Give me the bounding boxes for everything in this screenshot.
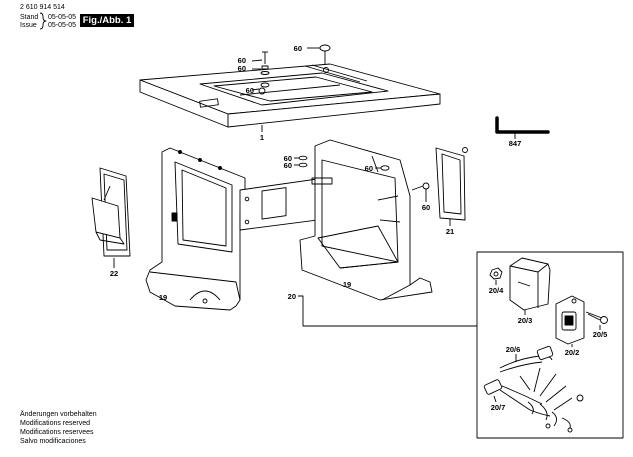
callout-847: 847 xyxy=(509,139,522,148)
side-panel-left xyxy=(145,147,246,311)
callout-60-c: 60 xyxy=(246,86,254,95)
washer-60-pair xyxy=(298,155,308,168)
callout-21: 21 xyxy=(446,227,454,236)
plug-20-7 xyxy=(483,379,551,417)
footer-note-es: Salvo modificaciones xyxy=(20,438,86,445)
stand-value: 05-05-05 xyxy=(48,14,77,21)
bolt-60-right xyxy=(319,44,331,64)
callout-20-4: 20/4 xyxy=(489,286,504,295)
switch-housing-20-3 xyxy=(509,257,551,311)
cover-22 xyxy=(91,167,131,257)
cover-21 xyxy=(435,147,468,221)
cable-20-6 xyxy=(499,346,573,411)
callout-22: 22 xyxy=(110,269,118,278)
stand-label: Stand xyxy=(20,14,39,21)
callout-20-7: 20/7 xyxy=(491,403,506,412)
callout-1: 1 xyxy=(260,133,264,142)
callout-20-6: 20/6 xyxy=(506,345,521,354)
screw-60-side xyxy=(411,182,430,191)
figure-label: Fig./Abb. 1 xyxy=(80,14,134,27)
callout-20-2: 20/2 xyxy=(565,348,580,357)
header-brace xyxy=(39,12,47,30)
callout-20-5: 20/5 xyxy=(593,330,608,339)
cable-loops xyxy=(527,394,584,433)
part-number: 2 610 914 514 xyxy=(20,4,65,11)
callout-60-e: 60 xyxy=(284,154,292,163)
callout-60-f: 60 xyxy=(284,161,292,170)
callout-60-h: 60 xyxy=(422,203,430,212)
nut-20-4 xyxy=(489,267,503,280)
callout-20-3: 20/3 xyxy=(518,316,533,325)
switch-20-2 xyxy=(555,295,585,345)
issue-label: Issue xyxy=(20,22,37,29)
footer-note-en: Modifications reserved xyxy=(20,420,91,427)
screw-20-5 xyxy=(585,311,608,324)
table-top xyxy=(139,63,441,128)
callout-19-left: 19 xyxy=(159,293,167,302)
callout-60-b: 60 xyxy=(238,64,246,73)
hex-key xyxy=(495,116,550,134)
callout-20: 20 xyxy=(288,292,296,301)
callout-60-a: 60 xyxy=(238,56,246,65)
callout-60-d: 60 xyxy=(294,44,302,53)
footer-note-de: Änderungen vorbehalten xyxy=(20,411,97,418)
callout-60-g: 60 xyxy=(365,164,373,173)
callout-20-leader xyxy=(298,295,477,327)
footer-note-fr: Modifications reservees xyxy=(20,429,94,436)
side-panel-right xyxy=(299,139,433,301)
callout-19-right: 19 xyxy=(343,280,351,289)
issue-value: 05-05-05 xyxy=(48,22,77,29)
screw-60-top xyxy=(260,51,270,88)
detail-box xyxy=(476,251,624,439)
